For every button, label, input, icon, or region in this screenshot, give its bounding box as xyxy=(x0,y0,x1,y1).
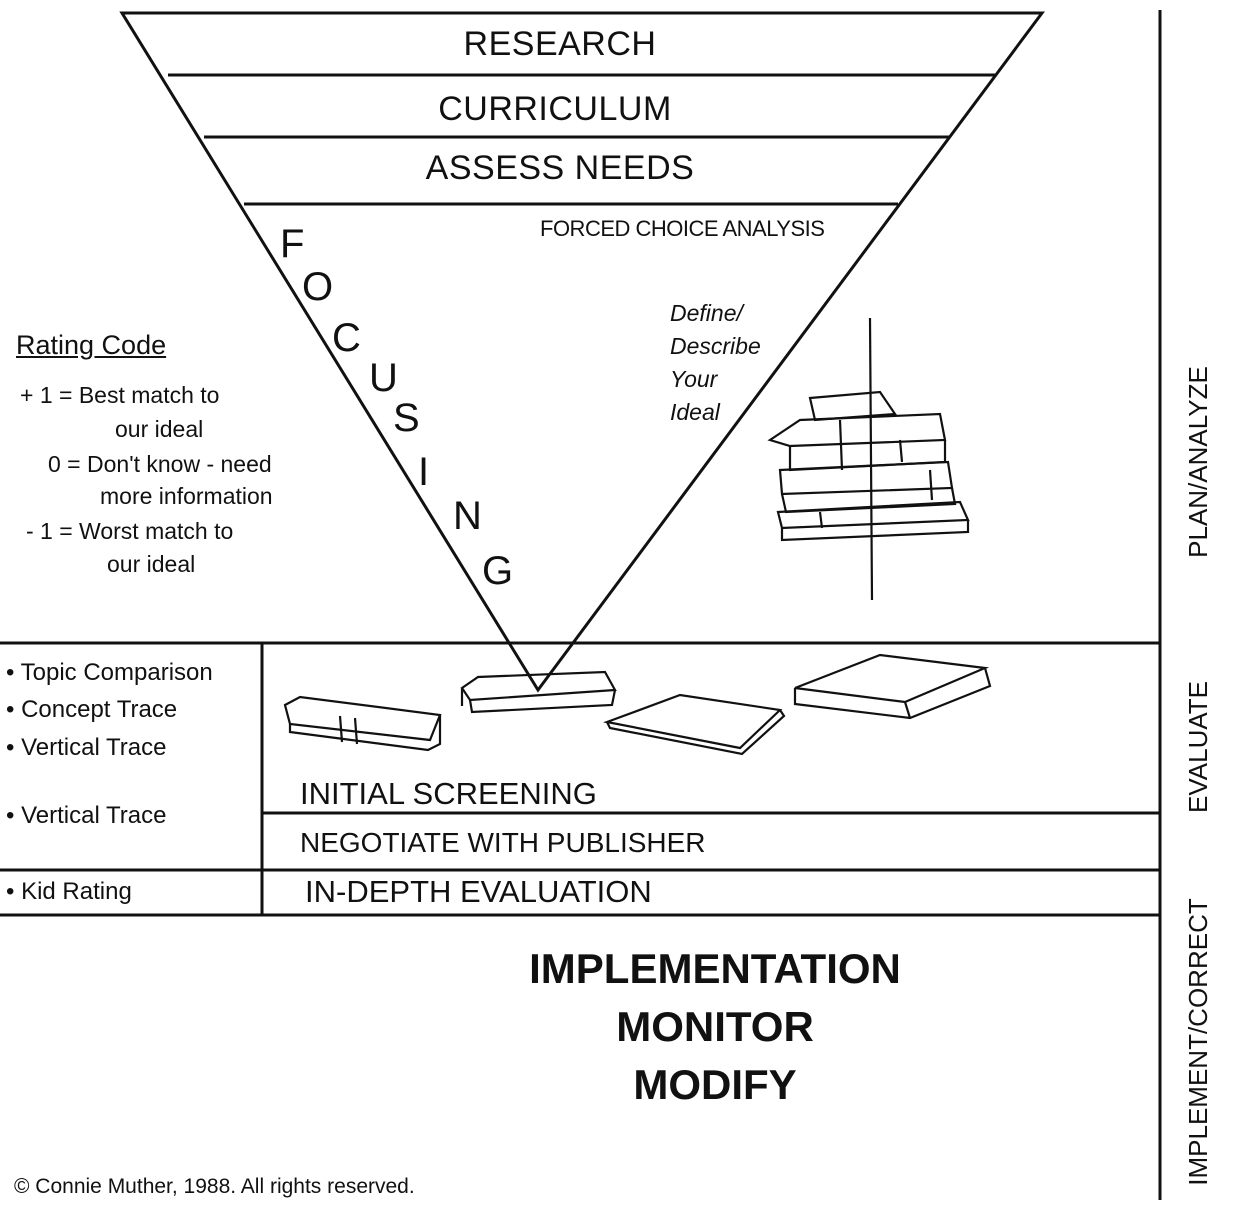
stage-negotiate-publisher: NEGOTIATE WITH PUBLISHER xyxy=(300,827,706,858)
book-illustration-2 xyxy=(460,670,617,714)
rating-line: our ideal xyxy=(107,551,196,577)
stage-initial-screening: INITIAL SCREENING xyxy=(300,776,597,811)
forced-choice-label: FORCED CHOICE ANALYSIS xyxy=(540,216,825,241)
define-line: Describe xyxy=(670,333,761,359)
focusing-letter: G xyxy=(482,549,514,593)
phase-evaluate: EVALUATE xyxy=(1183,681,1213,813)
rating-line: - 1 = Worst match to xyxy=(26,518,234,544)
copyright-notice: © Connie Muther, 1988. All rights reserv… xyxy=(14,1175,415,1198)
method-topic-comparison: • Topic Comparison xyxy=(6,659,213,686)
focusing-letter: U xyxy=(369,356,398,400)
method-kid-rating: • Kid Rating xyxy=(6,878,132,905)
book-illustration-3 xyxy=(602,693,786,756)
rating-line: + 1 = Best match to xyxy=(20,382,220,408)
implementation-line: MODIFY xyxy=(633,1061,797,1108)
focusing-letter: N xyxy=(453,494,482,538)
rating-line: more information xyxy=(100,483,273,509)
focusing-letter: I xyxy=(418,450,430,494)
rating-code-title: Rating Code xyxy=(16,330,167,360)
book-stack-illustration xyxy=(767,317,970,601)
band-label-assess-needs: ASSESS NEEDS xyxy=(425,149,695,187)
implementation-block: IMPLEMENTATION MONITOR MODIFY xyxy=(450,940,980,1114)
implementation-line: MONITOR xyxy=(616,1003,814,1050)
method-concept-trace: • Concept Trace xyxy=(6,696,178,723)
focusing-letter: F xyxy=(280,222,305,266)
define-ideal-note: Define/ Describe Your Ideal xyxy=(670,297,761,429)
focusing-funnel xyxy=(119,11,1045,693)
focusing-letter: C xyxy=(332,316,361,360)
implementation-line: IMPLEMENTATION xyxy=(529,945,901,992)
book-illustration-4 xyxy=(793,653,992,720)
method-vertical-trace: • Vertical Trace xyxy=(6,734,167,761)
rating-line: 0 = Don't know - need xyxy=(48,451,272,477)
focusing-letter: O xyxy=(302,265,334,309)
stage-in-depth-evaluation: IN-DEPTH EVALUATION xyxy=(305,874,652,909)
rating-line: our ideal xyxy=(115,416,204,442)
phase-plan-analyze: PLAN/ANALYZE xyxy=(1183,366,1213,558)
band-label-research: RESEARCH xyxy=(463,25,657,63)
focusing-letter: S xyxy=(393,396,420,440)
method-vertical-trace-2: • Vertical Trace xyxy=(6,802,167,829)
book-illustration-1 xyxy=(283,695,442,752)
define-line: Your xyxy=(670,366,718,392)
define-line: Ideal xyxy=(670,399,720,425)
define-line: Define/ xyxy=(670,300,743,326)
band-label-curriculum: CURRICULUM xyxy=(438,90,672,128)
phase-implement-correct: IMPLEMENT/CORRECT xyxy=(1183,898,1213,1186)
